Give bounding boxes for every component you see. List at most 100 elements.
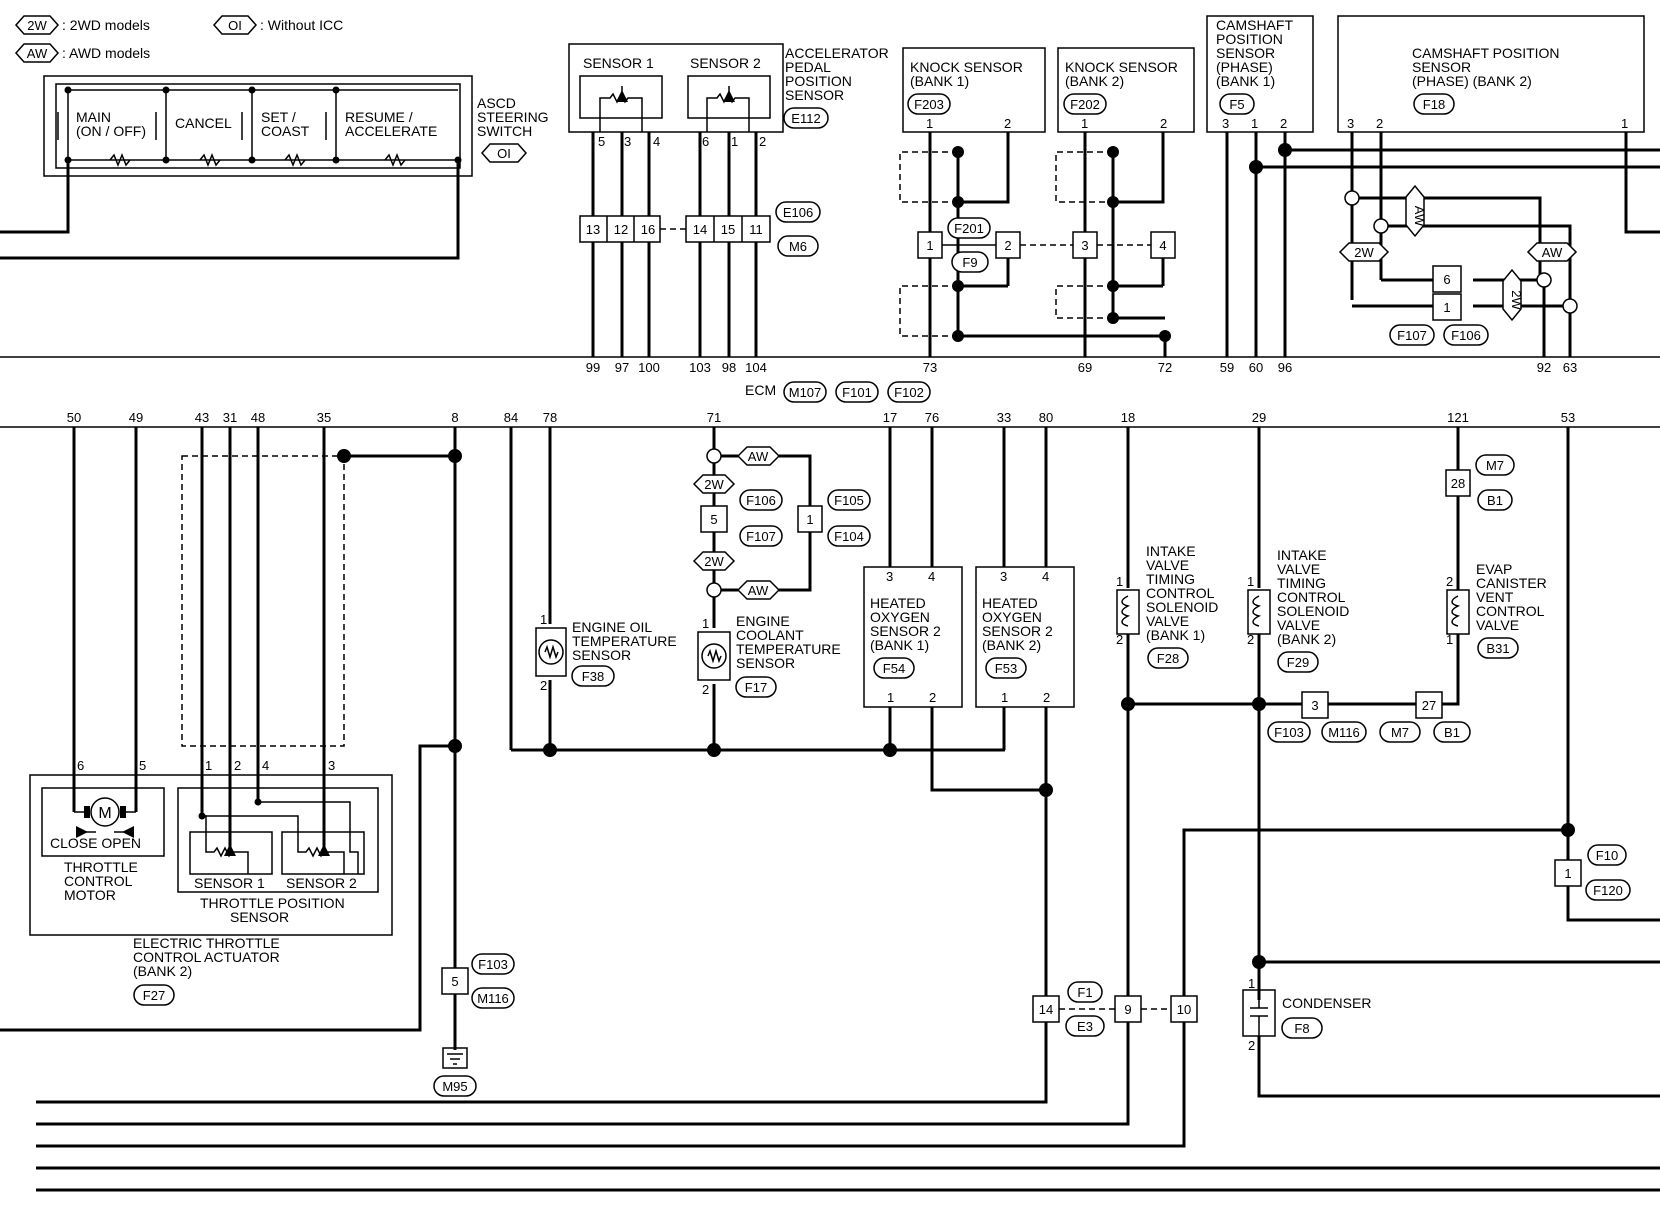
ecm-bottom-pin: 17 [883,410,897,425]
svg-text:F1: F1 [1077,985,1092,1000]
switch-coast: COAST [261,123,310,139]
svg-text:F18: F18 [1423,97,1445,112]
svg-text:CAMSHAFT: CAMSHAFT [1216,17,1293,33]
ecm-bottom-pin: 31 [223,410,237,425]
camshaft-position-sensor-bank-2: CAMSHAFT POSITION SENSOR (PHASE) (BANK 2… [1337,15,1660,357]
svg-text:F120: F120 [1593,883,1623,898]
svg-text:(BANK 2): (BANK 2) [982,637,1041,653]
svg-text:CAMSHAFT POSITION: CAMSHAFT POSITION [1412,45,1560,61]
svg-text:E112: E112 [791,111,820,126]
ecm-bottom-pin: 50 [67,410,81,425]
svg-text:F101: F101 [842,385,872,400]
svg-text:SENSOR 2: SENSOR 2 [870,623,941,639]
ascd-wire-1 [0,160,70,234]
svg-text:F17: F17 [745,680,767,695]
svg-text:5: 5 [598,134,605,149]
svg-text:1: 1 [1248,976,1255,991]
svg-text:3: 3 [1311,698,1318,713]
ecm-top-pin: 63 [1563,360,1577,375]
svg-text:M107: M107 [789,385,822,400]
svg-text:CONTROL: CONTROL [1476,603,1545,619]
svg-text:1: 1 [1251,116,1258,131]
svg-text:SENSOR 2: SENSOR 2 [690,55,761,71]
ascd-wire-2 [0,160,460,260]
svg-text:2: 2 [1043,690,1050,705]
svg-text:1: 1 [1621,116,1628,131]
svg-text:SWITCH: SWITCH [477,123,532,139]
svg-text:1: 1 [731,134,738,149]
svg-text:VALVE: VALVE [1146,613,1189,629]
svg-text:KNOCK SENSOR: KNOCK SENSOR [910,59,1023,75]
svg-text:M116: M116 [477,991,509,1006]
svg-text:1: 1 [1247,574,1254,589]
svg-text:SENSOR: SENSOR [230,909,289,925]
svg-text:1: 1 [1564,866,1571,881]
svg-text:15: 15 [721,222,735,237]
svg-text:(BANK 1): (BANK 1) [1146,627,1205,643]
ecm-top-pin: 98 [722,360,736,375]
ecm-top-pin: 60 [1249,360,1263,375]
svg-text:F104: F104 [834,529,864,544]
ecm-top-pin: 99 [586,360,600,375]
svg-text:VALVE: VALVE [1146,557,1189,573]
svg-text:1: 1 [205,758,212,773]
engine-coolant-temperature-sensor: AW 1 AW 2W 5 2W F106 F107 F105 F104 1 2 … [692,427,871,757]
svg-text:F203: F203 [914,97,944,112]
ecm-bottom-pin: 48 [251,410,265,425]
svg-text:F38: F38 [582,669,604,684]
legend-aw-text: : AWD models [62,45,150,61]
svg-text:2: 2 [1004,238,1011,253]
engine-oil-temperature-sensor: 1 2 ENGINE OIL TEMPERATURE SENSOR F38 [509,427,1005,757]
svg-text:13: 13 [586,222,600,237]
svg-text:(BANK 1): (BANK 1) [870,637,929,653]
svg-text:TIMING: TIMING [1146,571,1195,587]
ecm-bottom-pin: 76 [925,410,939,425]
svg-text:SENSOR: SENSOR [785,87,844,103]
ecm-bottom-pin: 71 [707,410,721,425]
svg-text:SENSOR: SENSOR [572,647,631,663]
legend-oi-text: : Without ICC [260,17,343,33]
svg-text:F27: F27 [143,988,165,1003]
svg-text:(BANK 2): (BANK 2) [1277,631,1336,647]
svg-text:2W: 2W [1509,290,1524,310]
heated-oxygen-sensor-2-bank-2: 3 4 HEATED OXYGEN SENSOR 2 (BANK 2) F53 … [975,427,1075,1000]
svg-text:3: 3 [1081,238,1088,253]
svg-text:F106: F106 [746,493,776,508]
svg-text:POSITION: POSITION [1216,31,1283,47]
svg-text:SENSOR: SENSOR [736,655,795,671]
svg-text:(BANK 2): (BANK 2) [1065,73,1124,89]
knock-sensor-bank-2: KNOCK SENSOR (BANK 2) F202 1 2 [1057,47,1195,133]
ecm-label: ECM [745,382,776,398]
svg-text:2W: 2W [704,554,724,569]
svg-text:SOLENOID: SOLENOID [1146,599,1218,615]
svg-text:3: 3 [328,758,335,773]
svg-text:F107: F107 [1397,328,1427,343]
evap-canister-vent-control-valve: 28 M7 B1 2 1 EVAP CANISTER VENT CONTROL … [1267,427,1547,743]
svg-text:CONTROL: CONTROL [1146,585,1215,601]
svg-text:F103: F103 [1274,725,1304,740]
svg-text:(BANK 2): (BANK 2) [133,963,192,979]
bottom-joint-connector: 14 9 10 F1 E3 [36,981,1660,1192]
svg-text:CANISTER: CANISTER [1476,575,1547,591]
svg-text:SENSOR 1: SENSOR 1 [583,55,654,71]
ecm-top-pin: 72 [1158,360,1172,375]
svg-text:VALVE: VALVE [1476,617,1519,633]
svg-text:4: 4 [1042,569,1049,584]
svg-text:16: 16 [641,222,655,237]
svg-text:F106: F106 [1451,328,1481,343]
svg-text:B1: B1 [1487,493,1503,508]
svg-text:M7: M7 [1391,725,1409,740]
svg-text:OXYGEN: OXYGEN [982,609,1042,625]
svg-text:1: 1 [1116,574,1123,589]
svg-text:SENSOR 1: SENSOR 1 [194,875,265,891]
svg-text:2: 2 [540,678,547,693]
svg-text:CONTROL: CONTROL [64,873,133,889]
svg-text:SOLENOID: SOLENOID [1277,603,1349,619]
svg-text:2W: 2W [704,477,724,492]
svg-text:TEMPERATURE: TEMPERATURE [736,641,841,657]
svg-text:6: 6 [77,758,84,773]
legend-2w-text: : 2WD models [62,17,150,33]
ecm-top-pin: 59 [1220,360,1234,375]
svg-text:AW: AW [1412,206,1427,227]
svg-text:VALVE: VALVE [1277,617,1320,633]
